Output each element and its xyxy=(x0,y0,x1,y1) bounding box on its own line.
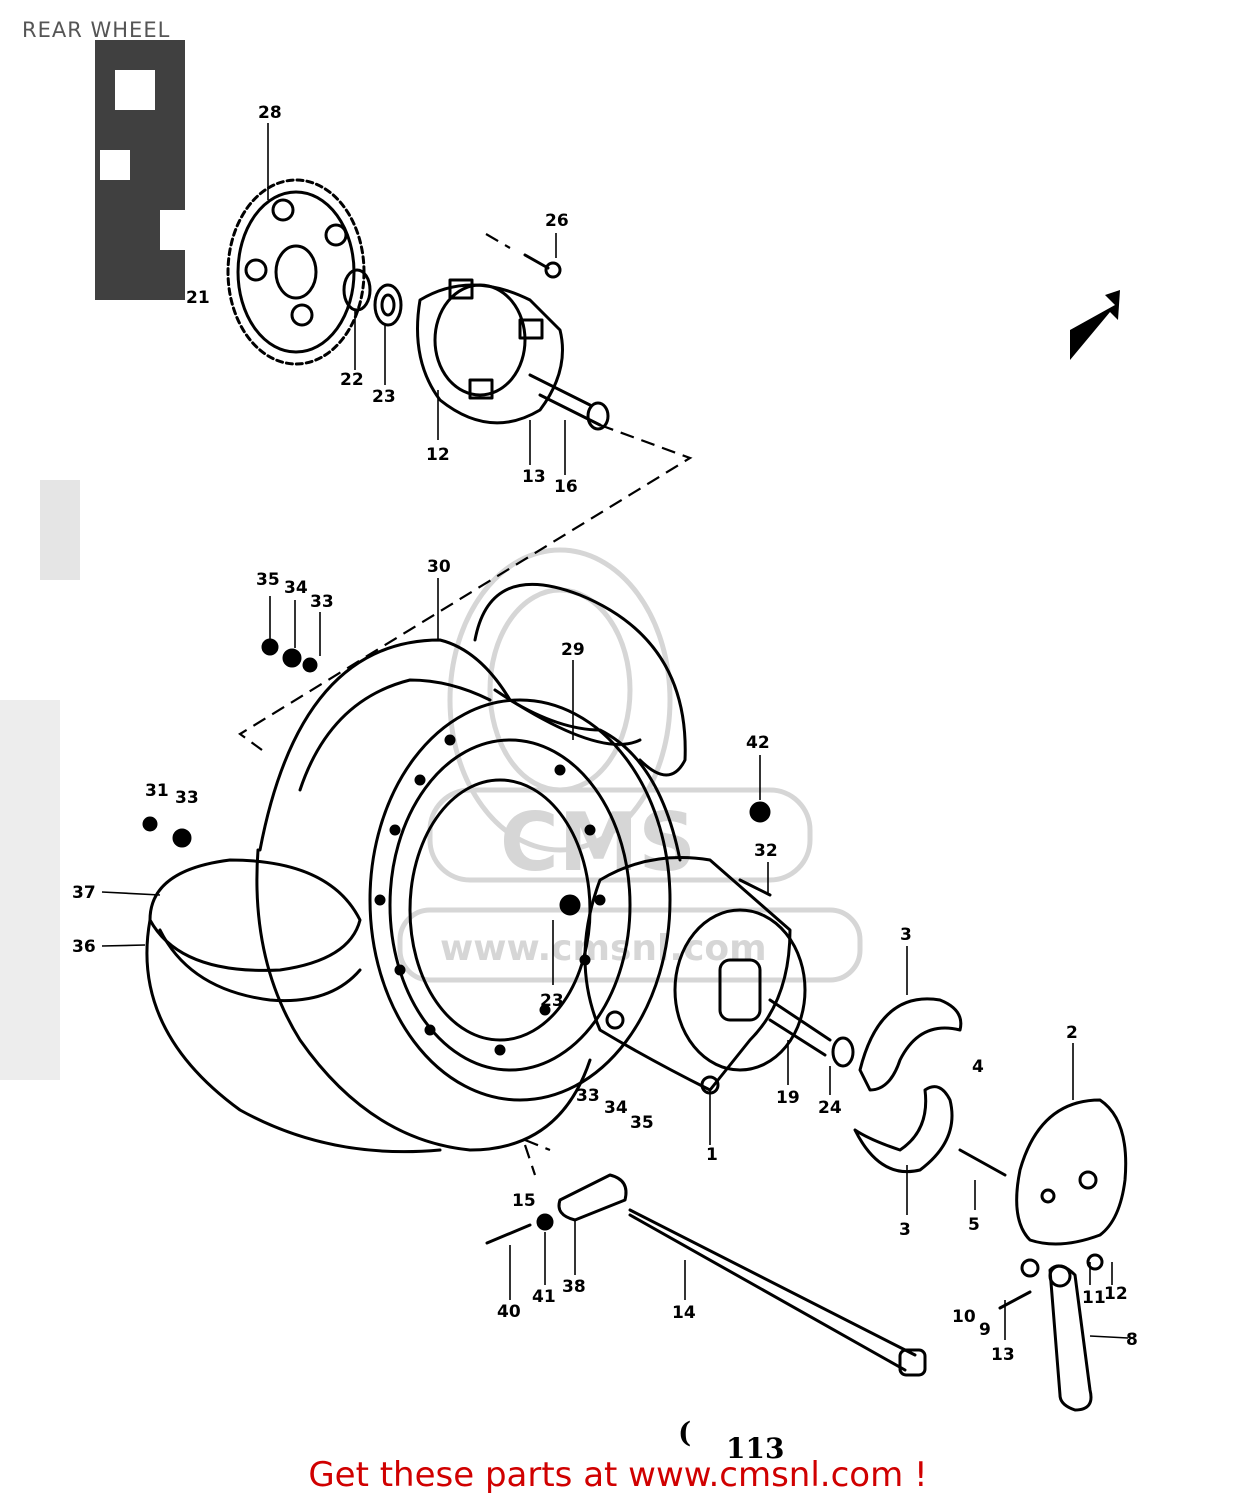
callout-1: 1 xyxy=(706,1145,718,1165)
callout-8: 10 xyxy=(952,1307,976,1327)
brake-arm xyxy=(998,1253,1104,1412)
callout-23: 23 xyxy=(372,387,396,407)
callout-35b: 35 xyxy=(630,1113,654,1133)
callout-labels: 28 26 21 22 23 12 13 16 30 35 34 33 29 4… xyxy=(72,103,1138,1365)
callout-40: 40 xyxy=(497,1302,521,1322)
callout-6: 8 xyxy=(1126,1330,1138,1350)
callout-23b: 23 xyxy=(540,991,564,1011)
callout-28: 28 xyxy=(258,103,282,123)
brake-shoes xyxy=(853,997,1007,1177)
wheel-rim xyxy=(368,698,672,1102)
callout-34b: 34 xyxy=(604,1098,628,1118)
callout-42: 42 xyxy=(746,733,770,753)
torque-link xyxy=(485,1138,927,1377)
callout-41: 41 xyxy=(532,1287,556,1307)
callout-22: 22 xyxy=(340,370,364,390)
callout-26: 26 xyxy=(545,211,569,231)
callout-33: 33 xyxy=(310,592,334,612)
callout-31: 31 xyxy=(145,781,169,801)
callout-7: 9 xyxy=(979,1320,991,1340)
sprocket-hub xyxy=(416,253,610,431)
callout-5: 5 xyxy=(968,1215,980,1235)
footer-parts-link[interactable]: Get these parts at www.cmsnl.com ! xyxy=(308,1455,928,1495)
page-number: 113 xyxy=(726,1432,784,1465)
rear-tire xyxy=(255,638,682,1152)
callout-15: 15 xyxy=(512,1191,536,1211)
callout-2: 2 xyxy=(1066,1023,1078,1043)
watermark-logo: CMS www.cmsnl.com xyxy=(397,547,863,983)
callout-32: 32 xyxy=(754,841,778,861)
callout-16: 16 xyxy=(554,477,578,497)
inner-tube xyxy=(473,582,687,777)
page-mark: ( xyxy=(678,1416,691,1449)
callout-3: 3 xyxy=(900,925,912,945)
rear-sprocket xyxy=(226,178,366,366)
callout-24: 24 xyxy=(818,1098,842,1118)
callout-37: 37 xyxy=(72,883,96,903)
axle-line-upper xyxy=(238,233,693,751)
direction-arrow-icon xyxy=(1070,290,1120,360)
callout-33c: 33 xyxy=(576,1086,600,1106)
brake-cam-shaft xyxy=(768,998,855,1068)
callout-11: 13 xyxy=(991,1345,1015,1365)
callout-12: 12 xyxy=(426,445,450,465)
callout-9: 11 xyxy=(1082,1288,1106,1308)
callout-34: 34 xyxy=(284,578,308,598)
brake-plate xyxy=(1015,1098,1128,1246)
fasteners-left xyxy=(142,638,771,916)
scan-noise xyxy=(0,40,185,1080)
callout-14: 14 xyxy=(672,1303,696,1323)
bearings xyxy=(342,268,403,327)
callout-36: 36 xyxy=(72,937,96,957)
callout-33b: 33 xyxy=(175,788,199,808)
rim-band xyxy=(145,858,442,1154)
callout-13: 13 xyxy=(522,467,546,487)
callout-3b: 3 xyxy=(899,1220,911,1240)
leader-lines xyxy=(101,123,1129,1340)
callout-30: 30 xyxy=(427,557,451,577)
watermark-url: www.cmsnl.com xyxy=(440,928,767,969)
callout-10: 12 xyxy=(1104,1284,1128,1304)
callout-21: 21 xyxy=(186,288,210,308)
callout-19: 19 xyxy=(776,1088,800,1108)
callout-35: 35 xyxy=(256,570,280,590)
callout-4: 4 xyxy=(972,1057,984,1077)
callout-38: 38 xyxy=(562,1277,586,1297)
callout-29: 29 xyxy=(561,640,585,660)
page-title: REAR WHEEL xyxy=(22,18,171,42)
